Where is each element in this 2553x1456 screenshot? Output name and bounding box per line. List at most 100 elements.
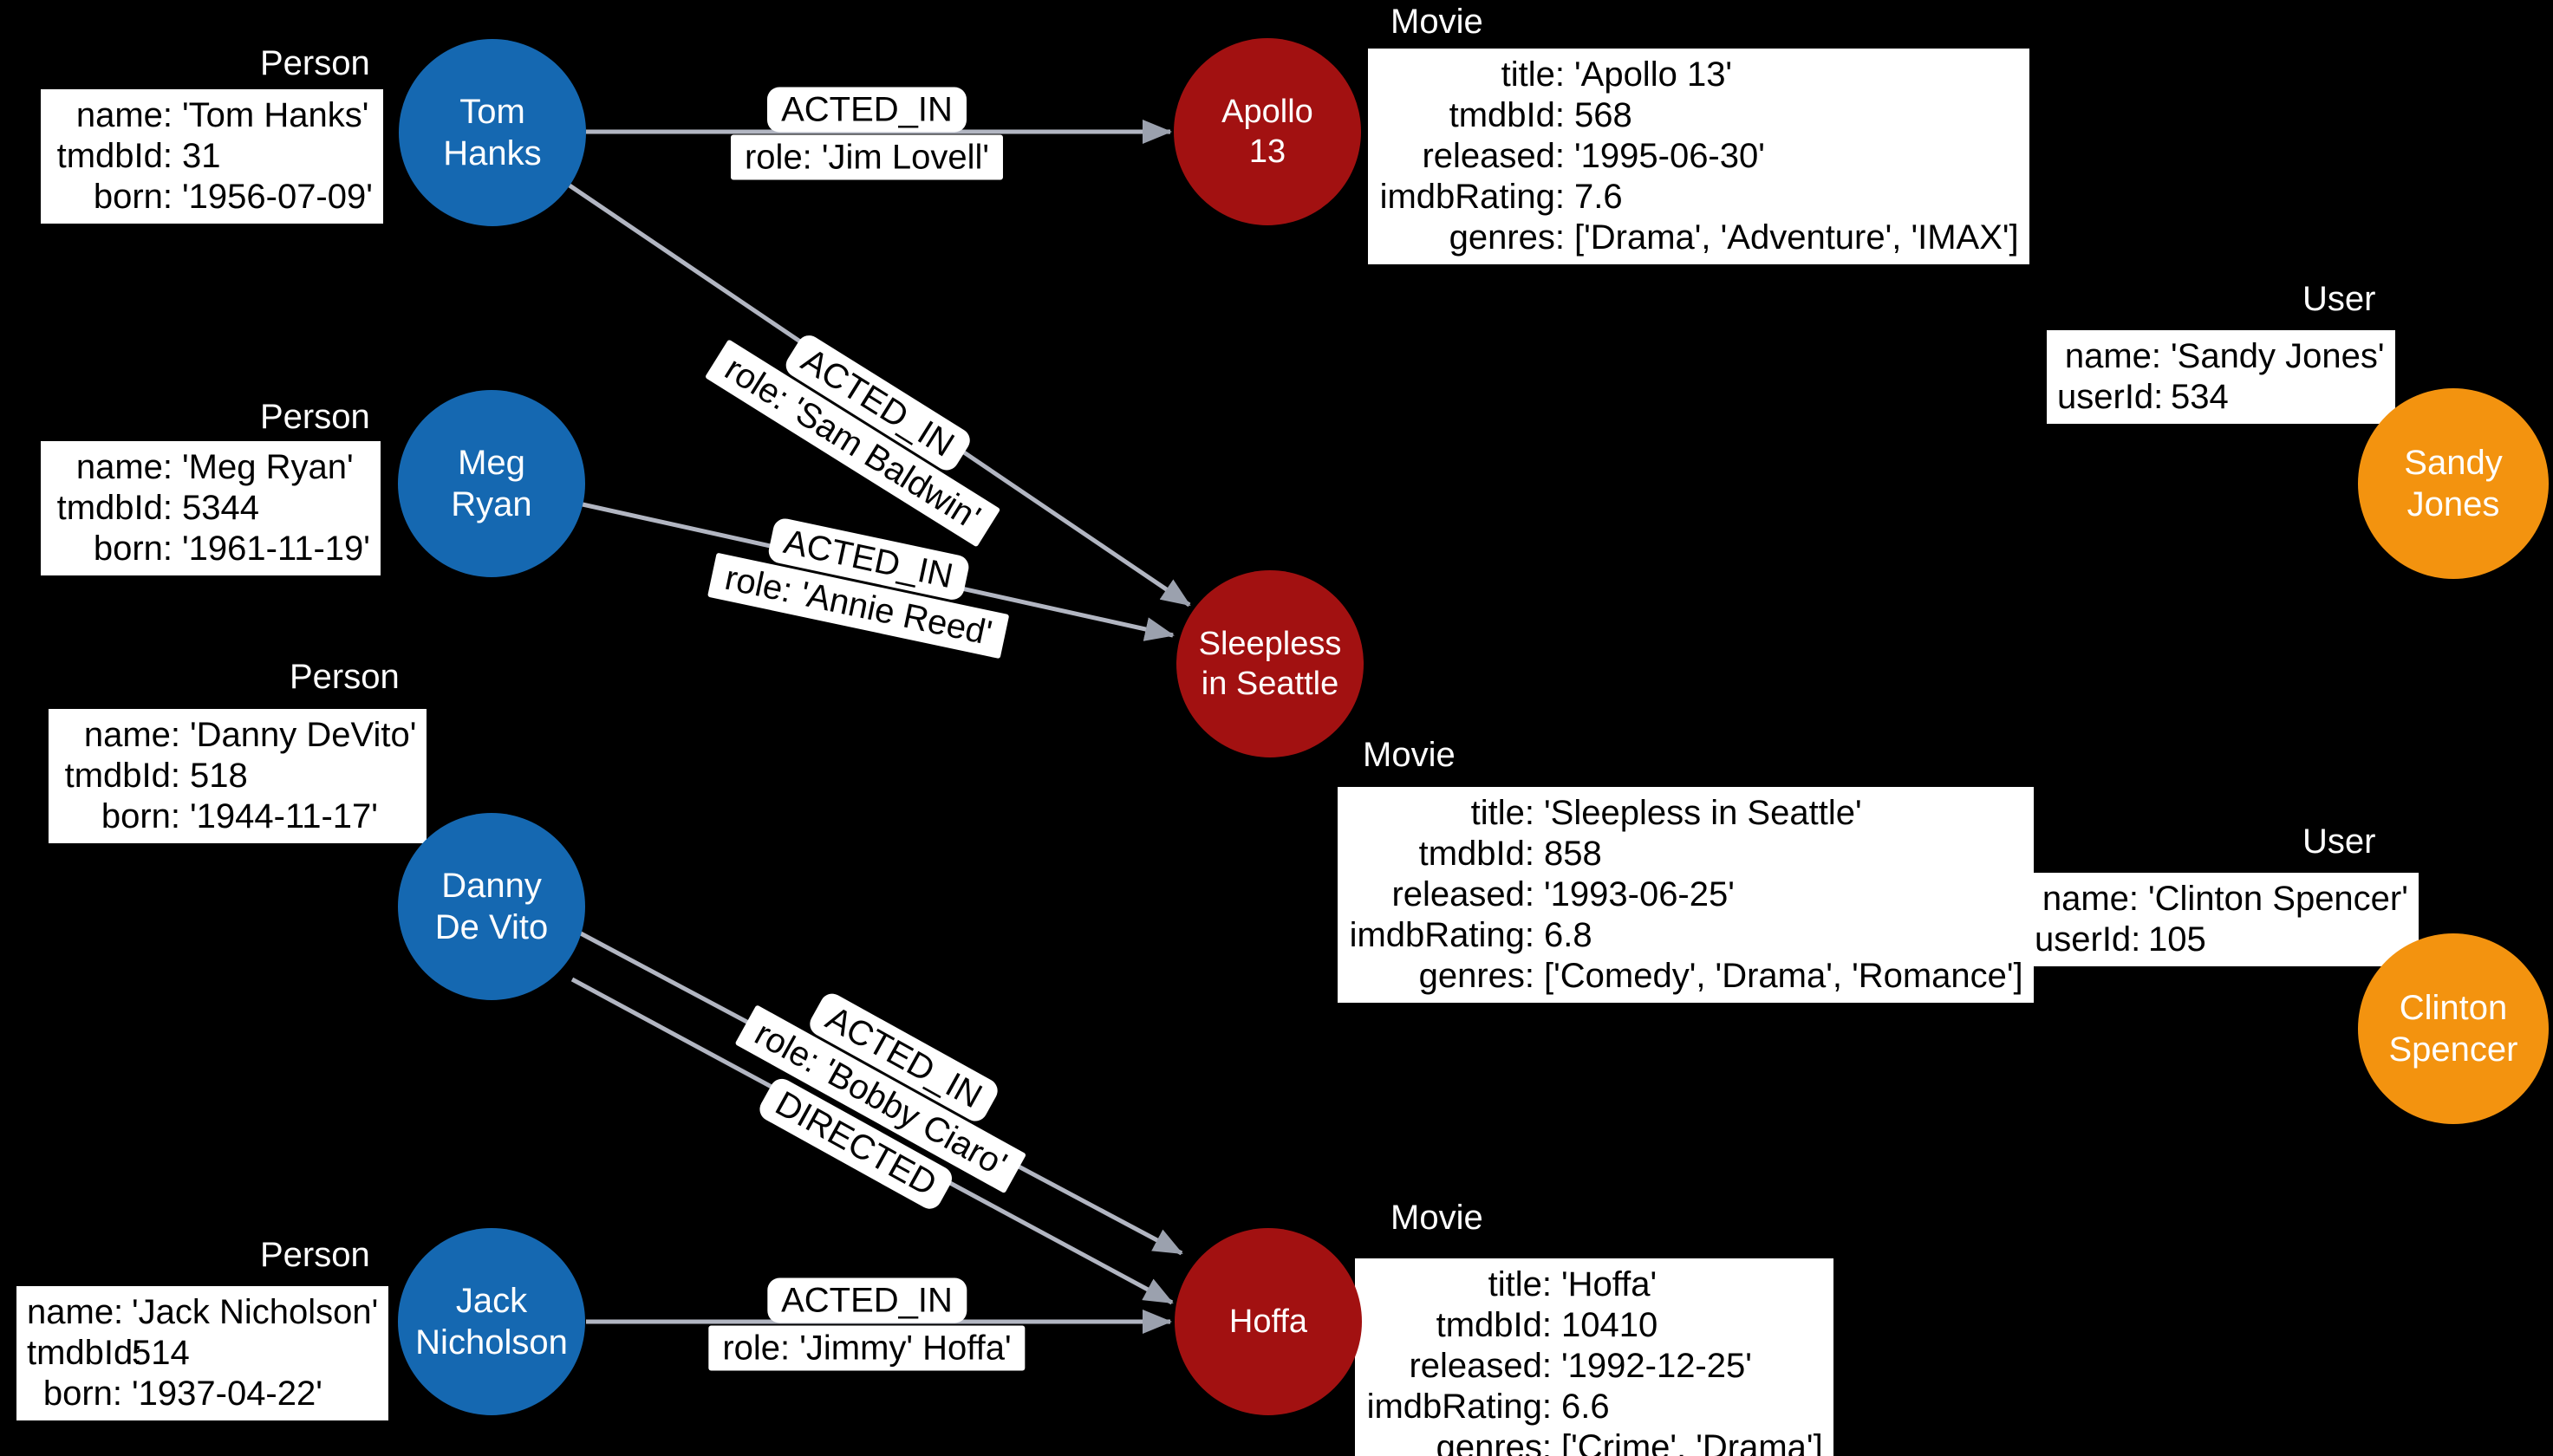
prop-value: 568 [1574,96,1632,134]
prop-value: 'Apollo 13' [1574,55,1733,94]
propbox-sandy-jones: name: 'Sandy Jones' userId:534 [2047,330,2395,424]
prop-key: name: [2064,337,2161,375]
prop-value: 518 [190,757,248,795]
prop-value: ['Crime', 'Drama'] [1561,1428,1823,1456]
node-sandy-jones[interactable]: Sandy Jones [2358,388,2549,579]
node-label: Apollo [1221,94,1313,130]
node-label: Tom [459,93,525,131]
prop-value: 31 [182,137,221,175]
node-label: 13 [1248,133,1286,170]
prop-value: 'Hoffa' [1561,1265,1657,1303]
prop-key: genres: [1449,218,1565,257]
type-label-movie-sleepless: Movie [1363,736,1456,774]
prop-value: '1995-06-30' [1574,137,1765,175]
type-label-user-sandy: User [2302,280,2376,318]
node-label: Ryan [451,485,532,523]
prop-key: tmdbId: [64,757,180,795]
prop-key: born: [42,1375,122,1413]
type-label-person-jack: Person [260,1236,370,1274]
prop-key: name: [83,716,180,754]
node-sleepless-in-seattle[interactable]: Sleepless in Seattle [1176,570,1364,757]
node-meg-ryan[interactable]: Meg Ryan [398,390,585,577]
prop-key: name: [2042,880,2139,918]
prop-value: 105 [2148,920,2206,959]
prop-value: 534 [2171,378,2229,416]
prop-value: 'Sandy Jones' [2171,337,2385,375]
node-clinton-spencer[interactable]: Clinton Spencer [2358,933,2549,1124]
prop-key: genres: [1436,1428,1552,1456]
propbox-danny-devito: name:'Danny DeVito' tmdbId:518 born:'194… [49,709,427,843]
relationship-type-label: ACTED_IN [767,87,967,133]
node-label: Jack [455,1282,528,1320]
node-label: Nicholson [415,1323,568,1362]
prop-key: title: [1501,55,1565,94]
prop-value: '1992-12-25' [1561,1347,1752,1385]
prop-value: 858 [1544,835,1602,873]
prop-key: imdbRating: [1349,916,1534,954]
type-label-movie-apollo: Movie [1390,3,1483,41]
prop-value: '1944-11-17' [190,797,378,835]
propbox-apollo-13: title:'Apollo 13' tmdbId:568 released:'1… [1368,49,2029,264]
prop-value: 'Jack Nicholson' [132,1293,379,1331]
node-label: Spencer [2388,1030,2518,1069]
prop-key: genres: [1418,957,1534,995]
node-apollo-13[interactable]: Apollo 13 [1174,38,1361,225]
prop-key: title: [1470,794,1534,832]
prop-key: born: [93,178,173,216]
propbox-clinton-spencer: name:'Clinton Spencer' userId:105 [2024,873,2419,966]
relationship-type-label: ACTED_IN [767,1277,967,1323]
edge-label-tom-apollo: ACTED_IN role: 'Jim Lovell' [730,87,1004,180]
type-label-person-danny: Person [290,658,400,696]
node-label: Sleepless [1198,626,1342,662]
prop-key: tmdbId: [56,137,173,175]
relationship-role-label: role: 'Jim Lovell' [730,134,1004,180]
propbox-tom-hanks: name:'Tom Hanks' tmdbId:31 born:'1956-07… [41,89,383,224]
prop-key: imdbRating: [1379,178,1565,216]
propbox-sleepless-in-seattle: title:'Sleepless in Seattle' tmdbId:858 … [1338,787,2034,1003]
prop-value: '1937-04-22' [132,1375,322,1413]
prop-value: ['Drama', 'Adventure', 'IMAX'] [1574,218,2019,257]
prop-key: released: [1422,137,1565,175]
node-label: Danny [441,867,542,905]
prop-key: name: [75,448,173,486]
relationship-role-label: role: 'Jimmy' Hoffa' [708,1325,1026,1371]
prop-key: released: [1391,875,1534,913]
prop-key: tmdbId: [56,489,173,527]
prop-key: tmdbId: [1418,835,1534,873]
prop-key: imdbRating: [1366,1388,1552,1426]
node-jack-nicholson[interactable]: Jack Nicholson [398,1228,585,1415]
node-label: Jones [2406,485,2500,523]
prop-value: '1993-06-25' [1544,875,1735,913]
node-label: Clinton [2399,989,2508,1027]
prop-key: released: [1409,1347,1552,1385]
node-label: De Vito [434,908,549,946]
node-label: Hoffa [1228,1303,1308,1340]
prop-value: 10410 [1561,1306,1658,1344]
prop-key: tmdbId: [27,1334,143,1372]
prop-key: title: [1488,1265,1552,1303]
node-danny-de-vito[interactable]: Danny De Vito [398,813,585,1000]
node-label: Meg [458,444,525,482]
prop-key: name: [75,96,173,134]
type-label-person-tom: Person [260,44,370,82]
prop-value: '1961-11-19' [182,530,370,568]
node-hoffa[interactable]: Hoffa [1175,1228,1362,1415]
type-label-movie-hoffa: Movie [1390,1199,1483,1237]
propbox-hoffa: title:'Hoffa' tmdbId:10410 released:'199… [1355,1258,1833,1456]
prop-value: '1956-07-09' [182,178,373,216]
node-label: in Seattle [1201,666,1339,702]
prop-value: 'Clinton Spencer' [2148,880,2408,918]
propbox-jack-nicholson: name:'Jack Nicholson' tmdbId:514 born:'1… [16,1286,389,1420]
prop-key: born: [93,530,173,568]
prop-value: 6.6 [1561,1388,1610,1426]
prop-key: userId: [2057,378,2164,416]
node-label: Sandy [2404,444,2503,482]
node-tom-hanks[interactable]: Tom Hanks [399,39,586,226]
type-label-person-meg: Person [260,398,370,436]
prop-key: born: [101,797,180,835]
prop-value: 'Sleepless in Seattle' [1544,794,1862,832]
prop-value: 'Meg Ryan' [182,448,354,486]
prop-value: 514 [132,1334,190,1372]
prop-value: ['Comedy', 'Drama', 'Romance'] [1544,957,2023,995]
